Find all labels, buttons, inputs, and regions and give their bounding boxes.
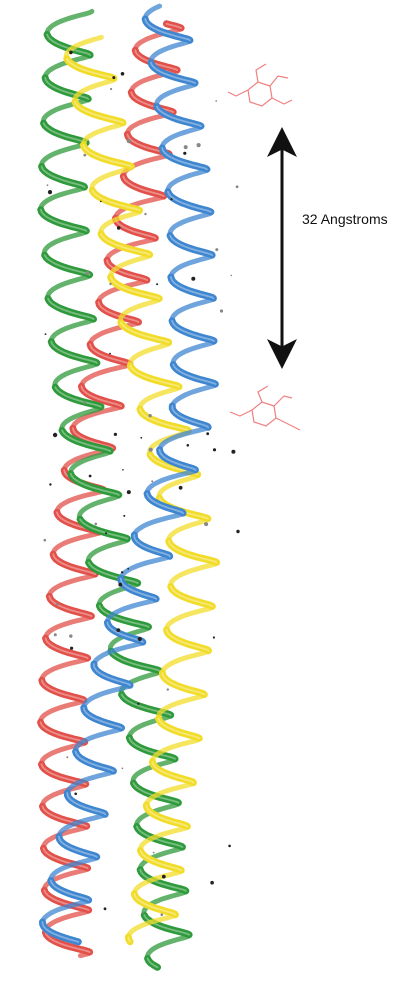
ligand-ring-icon xyxy=(230,386,300,430)
speck xyxy=(236,530,239,533)
speck xyxy=(197,143,201,147)
speck xyxy=(149,448,153,452)
speck xyxy=(122,768,124,770)
speck xyxy=(170,198,172,200)
speck xyxy=(236,185,239,188)
speck xyxy=(69,51,73,55)
speck xyxy=(167,688,169,690)
speck xyxy=(44,539,47,542)
speck xyxy=(117,226,121,230)
speck xyxy=(118,583,122,587)
ligand-bottom xyxy=(230,386,300,430)
distance-label: 32 Angstroms xyxy=(302,211,388,227)
speck xyxy=(184,145,188,149)
speck xyxy=(220,309,223,312)
speck xyxy=(137,703,139,705)
speck xyxy=(213,636,215,638)
speck xyxy=(89,475,92,478)
speck xyxy=(127,139,131,143)
speck xyxy=(140,437,142,439)
speck xyxy=(95,523,98,526)
speck xyxy=(69,634,72,637)
speck xyxy=(54,633,57,636)
speck xyxy=(142,912,144,914)
speck xyxy=(83,154,86,157)
speck xyxy=(122,469,124,471)
speck xyxy=(109,283,111,285)
speck xyxy=(162,875,166,879)
speck xyxy=(104,907,107,910)
speck xyxy=(114,433,117,436)
speck xyxy=(83,401,86,404)
speck xyxy=(148,414,151,417)
speck xyxy=(112,76,115,79)
speck xyxy=(151,480,153,482)
speck xyxy=(56,603,59,606)
speck xyxy=(45,333,47,335)
speck xyxy=(206,432,209,435)
speck xyxy=(116,628,120,632)
speck xyxy=(161,913,164,916)
speck xyxy=(47,184,49,186)
speck xyxy=(48,190,52,194)
speck xyxy=(187,444,190,447)
speck xyxy=(70,647,73,650)
speck xyxy=(183,152,186,155)
speck xyxy=(121,571,123,573)
speck xyxy=(228,845,231,848)
speck xyxy=(127,568,129,570)
speck xyxy=(210,881,214,885)
speck xyxy=(74,793,77,796)
ligand-ring-icon xyxy=(228,64,292,106)
speck xyxy=(121,72,125,76)
speck xyxy=(49,483,51,485)
speck xyxy=(231,450,235,454)
speck xyxy=(110,88,112,90)
speck xyxy=(231,275,233,277)
ligand-top xyxy=(228,64,292,106)
speck xyxy=(123,515,125,517)
speck xyxy=(144,213,146,215)
measurement: 32 Angstroms xyxy=(282,132,388,364)
coiled-coil-bundle xyxy=(41,6,217,967)
speck xyxy=(109,353,111,355)
speck xyxy=(156,283,158,285)
speck xyxy=(100,201,102,203)
speck xyxy=(86,271,90,275)
speck xyxy=(153,852,155,854)
speck xyxy=(138,637,142,641)
speck xyxy=(127,490,131,494)
speck xyxy=(191,277,195,281)
speck xyxy=(215,248,218,251)
speck xyxy=(53,433,57,437)
speck xyxy=(105,532,107,534)
speck xyxy=(204,522,208,526)
speck xyxy=(215,100,217,102)
speck xyxy=(213,448,216,451)
speck xyxy=(66,756,68,758)
speck xyxy=(179,486,183,490)
